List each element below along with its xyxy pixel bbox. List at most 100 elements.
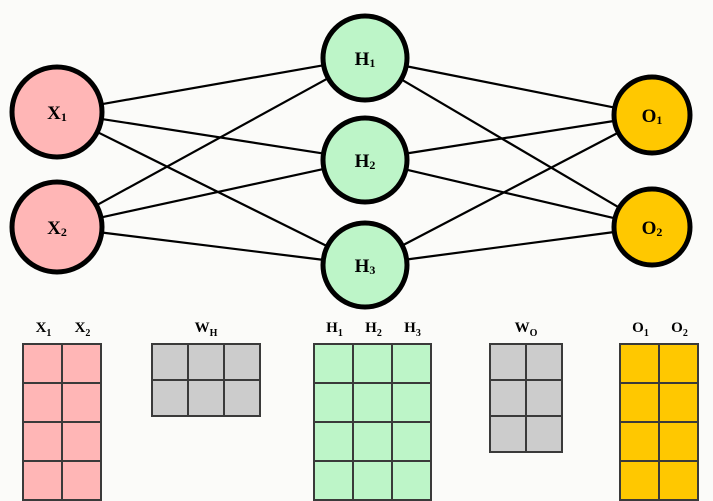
input-matrix-grid [22,343,102,501]
hidden-weight-matrix: WH [151,320,261,417]
output-matrix-column-header-2: O2 [671,320,688,339]
node-label-x1: X1 [47,103,67,125]
hidden-matrix-cell-r1c1[interactable] [315,345,352,382]
input-matrix-column-header-1: X1 [35,320,52,339]
hidden-matrix-cell-r4c1[interactable] [315,462,352,499]
hidden-matrix-cell-r4c2[interactable] [354,462,391,499]
edge-h2-to-o1 [405,119,616,155]
input-matrix-cell-r2c1[interactable] [24,384,61,421]
output-matrix-grid [619,343,699,501]
hidden-matrix-cell-r1c3[interactable] [393,345,430,382]
edge-h1-to-o1 [405,64,616,109]
node-circle-o1[interactable] [611,74,693,156]
hidden-weight-matrix-cell-r2c2[interactable] [189,381,223,415]
output-matrix-cell-r2c1[interactable] [621,384,658,421]
hidden-matrix-column-header-3: H3 [404,320,421,339]
edge-x2-to-h2 [99,167,326,219]
output-matrix: O1 O2 [619,320,699,501]
hidden-matrix-cell-r2c3[interactable] [393,384,430,421]
output-matrix-column-headers: O1 O2 [619,320,699,339]
input-matrix-cell-r4c2[interactable] [63,462,100,499]
output-matrix-cell-r3c1[interactable] [621,423,658,460]
node-h2[interactable]: H2 [320,115,410,205]
node-label-h3: H3 [355,256,376,278]
hidden-weight-matrix-cell-r1c3[interactable] [225,345,259,379]
node-circle-x2[interactable] [9,179,105,275]
input-matrix-cell-r3c2[interactable] [63,423,100,460]
node-x1[interactable]: X1 [9,64,105,160]
node-circle-h2[interactable] [320,115,410,205]
hidden-weight-matrix-cell-r1c2[interactable] [189,345,223,379]
hidden-matrix-cell-r4c3[interactable] [393,462,430,499]
edge-h2-to-o2 [404,168,617,220]
node-circle-h1[interactable] [320,13,410,103]
hidden-weight-matrix-title: WH [194,320,218,339]
node-circle-x1[interactable] [9,64,105,160]
input-matrix-cell-r4c1[interactable] [24,462,61,499]
hidden-matrix-column-headers: H1 H2 H3 [313,320,432,339]
edge-x1-to-h1 [100,63,325,106]
output-weight-matrix-title-row: WO [489,320,563,339]
hidden-weight-matrix-cell-r2c3[interactable] [225,381,259,415]
node-label-h1: H1 [355,49,376,71]
output-weight-matrix-title: WO [514,320,538,339]
edge-h1-to-o2 [399,77,621,210]
output-weight-matrix-grid [489,343,563,453]
output-weight-matrix-cell-r1c2[interactable] [527,345,561,379]
hidden-matrix-column-header-1: H1 [326,320,343,339]
output-matrix-cell-r2c2[interactable] [660,384,697,421]
edge-x2-to-h1 [95,76,330,207]
edge-x1-to-h3 [95,130,329,248]
input-matrix-column-header-2: X2 [74,320,91,339]
hidden-matrix-grid [313,343,432,501]
node-h3[interactable]: H3 [320,220,410,310]
hidden-matrix-column-header-2: H2 [365,320,382,339]
node-h1[interactable]: H1 [320,13,410,103]
hidden-weight-matrix-cell-r1c1[interactable] [153,345,187,379]
output-matrix-cell-r1c2[interactable] [660,345,697,382]
node-label-o1: O1 [642,106,663,128]
node-o2[interactable]: O2 [611,186,693,268]
node-label-o2: O2 [642,218,663,240]
edge-h3-to-o1 [400,131,620,247]
input-matrix-cell-r1c2[interactable] [63,345,100,382]
edge-x1-to-h2 [100,117,325,155]
input-matrix-column-headers: X1 X2 [22,320,102,339]
node-label-h2: H2 [355,151,376,173]
edge-h3-to-o2 [405,230,616,261]
output-weight-matrix-cell-r1c1[interactable] [491,345,525,379]
output-matrix-cell-r4c1[interactable] [621,462,658,499]
output-matrix-cell-r1c1[interactable] [621,345,658,382]
output-weight-matrix-cell-r3c1[interactable] [491,417,525,451]
hidden-matrix: H1 H2 H3 [313,320,432,501]
node-x2[interactable]: X2 [9,179,105,275]
output-weight-matrix: WO [489,320,563,453]
node-o1[interactable]: O1 [611,74,693,156]
output-matrix-column-header-1: O1 [632,320,649,339]
output-weight-matrix-cell-r2c1[interactable] [491,381,525,415]
output-matrix-cell-r3c2[interactable] [660,423,697,460]
node-circle-h3[interactable] [320,220,410,310]
hidden-matrix-cell-r3c2[interactable] [354,423,391,460]
hidden-weight-matrix-cell-r2c1[interactable] [153,381,187,415]
hidden-matrix-cell-r2c1[interactable] [315,384,352,421]
hidden-matrix-cell-r3c3[interactable] [393,423,430,460]
output-weight-matrix-cell-r2c2[interactable] [527,381,561,415]
hidden-matrix-cell-r3c1[interactable] [315,423,352,460]
output-matrix-cell-r4c2[interactable] [660,462,697,499]
input-matrix-cell-r2c2[interactable] [63,384,100,421]
hidden-weight-matrix-grid [151,343,261,417]
output-weight-matrix-cell-r3c2[interactable] [527,417,561,451]
hidden-matrix-cell-r1c2[interactable] [354,345,391,382]
hidden-matrix-cell-r2c2[interactable] [354,384,391,421]
input-matrix-cell-r1c1[interactable] [24,345,61,382]
edges-group [95,63,621,262]
hidden-weight-matrix-title-row: WH [151,320,261,339]
node-circle-o2[interactable] [611,186,693,268]
input-matrix: X1 X2 [22,320,102,501]
input-matrix-cell-r3c1[interactable] [24,423,61,460]
edge-x2-to-h3 [100,231,325,262]
